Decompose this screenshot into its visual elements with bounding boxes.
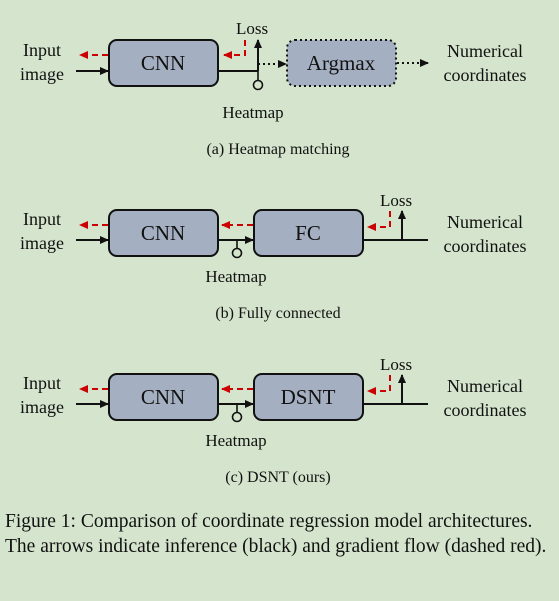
output-label-line2: coordinates xyxy=(444,65,527,85)
heatmap-label: Heatmap xyxy=(222,103,283,122)
figure-caption: Figure 1: Comparison of coordinate regre… xyxy=(5,511,547,557)
panel-b: Input image CNN Heatmap FC Loss Numerica… xyxy=(20,191,526,322)
loss-label: Loss xyxy=(236,19,268,38)
output-label-line1: Numerical xyxy=(447,41,523,61)
gradient-arrow-loss xyxy=(367,375,391,395)
dsnt-box xyxy=(253,373,364,421)
loss-label: Loss xyxy=(380,191,412,210)
loss-label: Loss xyxy=(380,355,412,374)
panel-caption: (b) Fully connected xyxy=(215,305,340,322)
input-label-line2: image xyxy=(20,64,64,84)
panel-a: Input image CNN Heatmap Loss Argmax Nume… xyxy=(20,19,526,158)
fc-box-label: FC xyxy=(295,221,321,245)
input-label-line1: Input xyxy=(23,40,61,60)
cnn-box xyxy=(108,209,219,257)
panel-c: Input image CNN Heatmap DSNT Loss Numeri… xyxy=(20,355,526,486)
input-label-line1: Input xyxy=(23,209,61,229)
panel-caption: (a) Heatmap matching xyxy=(206,141,349,158)
output-label-line1: Numerical xyxy=(447,212,523,232)
output-label-line1: Numerical xyxy=(447,376,523,396)
input-label-line2: image xyxy=(20,233,64,253)
cnn-box-label: CNN xyxy=(141,221,185,245)
cnn-box-label: CNN xyxy=(141,385,185,409)
argmax-box-label: Argmax xyxy=(307,51,376,75)
argmax-box xyxy=(286,39,397,87)
gradient-arrow-loss xyxy=(367,211,391,231)
heatmap-node xyxy=(231,247,243,259)
heatmap-label: Heatmap xyxy=(205,431,266,450)
heatmap-node xyxy=(252,79,264,91)
heatmap-node xyxy=(231,411,243,423)
output-label-line2: coordinates xyxy=(444,236,527,256)
output-label-line2: coordinates xyxy=(444,400,527,420)
heatmap-label: Heatmap xyxy=(205,267,266,286)
input-label-line1: Input xyxy=(23,373,61,393)
gradient-arrow-loss xyxy=(223,40,246,59)
dsnt-box-label: DSNT xyxy=(281,385,336,409)
fc-box xyxy=(253,209,364,257)
cnn-box-label: CNN xyxy=(141,51,185,75)
architecture-diagram: Input image CNN Heatmap Loss Argmax Nume… xyxy=(20,19,526,486)
cnn-box xyxy=(108,39,219,87)
panel-caption: (c) DSNT (ours) xyxy=(225,469,330,486)
input-label-line2: image xyxy=(20,397,64,417)
cnn-box xyxy=(108,373,219,421)
